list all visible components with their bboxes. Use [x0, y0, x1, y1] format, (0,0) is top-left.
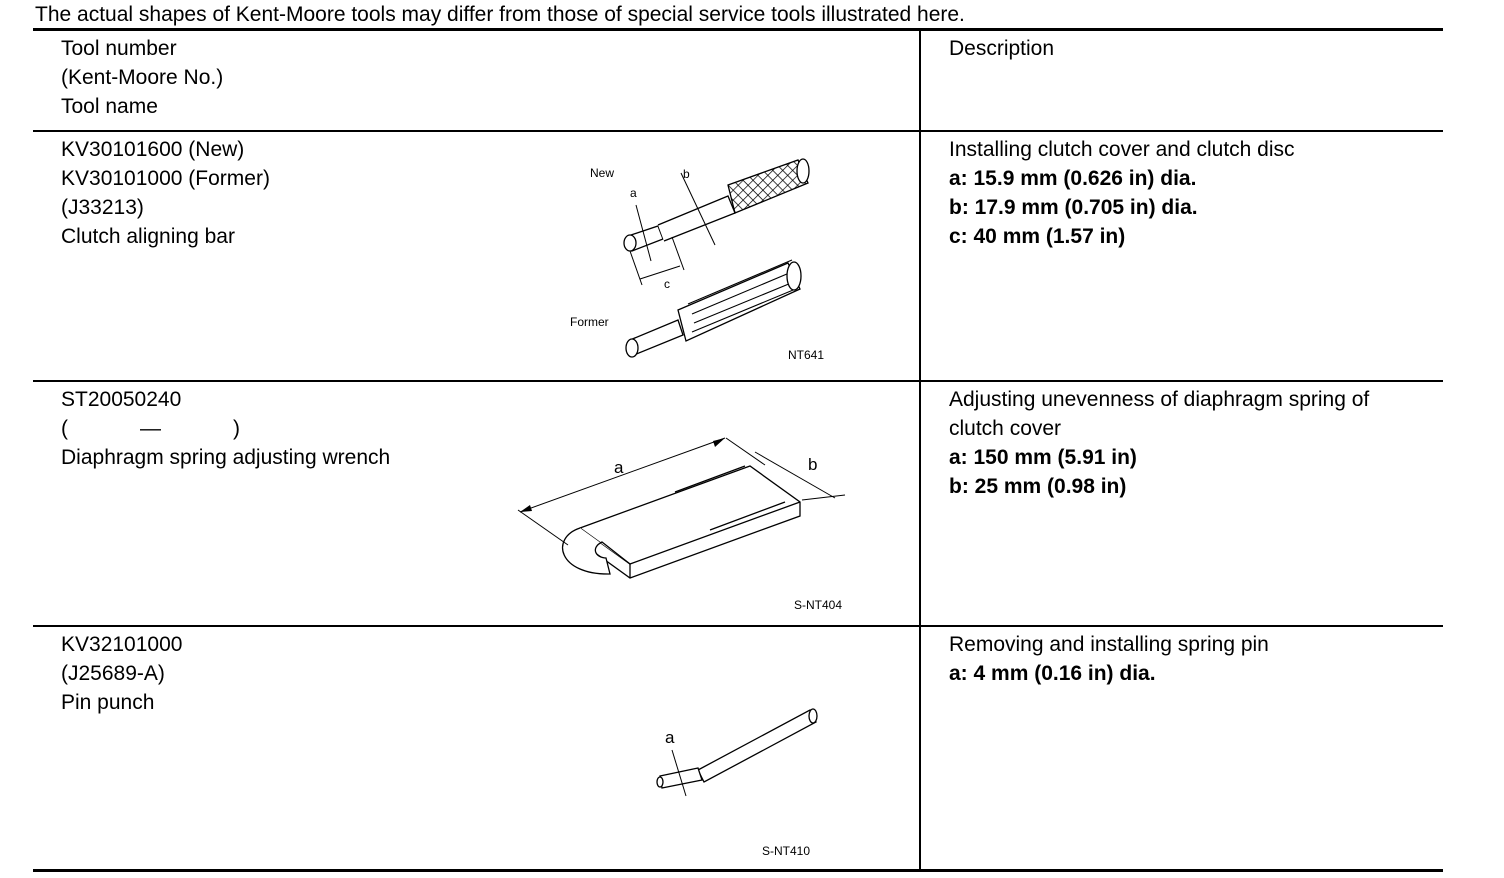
tool-number: KV30101600 (New): [61, 138, 245, 161]
spec-line: a: 150 mm (5.91 in): [949, 446, 1137, 469]
clutch-aligning-bar-illustration: New a b c Former NT641: [570, 158, 824, 362]
dimension-label: b: [808, 455, 817, 474]
pin-punch-illustration: a S-NT410: [656, 708, 818, 858]
dimension-label: a: [630, 186, 637, 200]
table-bottom-rule: [33, 869, 1443, 872]
row-3-description-cell: Removing and installing spring pin a: 4 …: [949, 630, 1429, 688]
tool-number: KV30101000 (Former): [61, 167, 270, 190]
spec-line: c: 40 mm (1.57 in): [949, 225, 1126, 248]
header-tool-number: Tool number: [61, 37, 177, 60]
open-paren: (: [61, 417, 68, 440]
row-divider: [33, 130, 1443, 132]
dimension-label: c: [664, 277, 670, 291]
dimension-label: b: [683, 167, 690, 181]
row-divider: [33, 380, 1443, 382]
tool-name: Clutch aligning bar: [61, 225, 235, 248]
column-divider: [919, 30, 921, 872]
row-1-description-cell: Installing clutch cover and clutch disc …: [949, 135, 1429, 251]
tool-number: KV32101000: [61, 633, 183, 656]
kent-moore-number: ( —): [61, 414, 390, 443]
figure-label-new: New: [590, 166, 614, 180]
tool-description: Adjusting unevenness of diaphragm spring…: [949, 388, 1370, 440]
row-3-tool-cell: KV32101000 (J25689-A) Pin punch: [61, 630, 182, 717]
row-1-tool-cell: KV30101600 (New) KV30101000 (Former) (J3…: [61, 135, 270, 251]
spec-line: a: 15.9 mm (0.626 in) dia.: [949, 167, 1197, 190]
tool-name: Pin punch: [61, 691, 155, 714]
header-tool-cell: Tool number (Kent-Moore No.) Tool name: [61, 34, 223, 121]
figure-label-former: Former: [570, 315, 609, 329]
no-number-dash: —: [140, 417, 161, 440]
row-2-tool-cell: ST20050240 ( —) Diaphragm spring adjustin…: [61, 385, 390, 472]
diaphragm-wrench-illustration: a b S-NT404: [517, 437, 846, 612]
spec-line: b: 25 mm (0.98 in): [949, 475, 1127, 498]
header-description-cell: Description: [949, 34, 1429, 63]
tool-description: Removing and installing spring pin: [949, 633, 1269, 656]
close-paren: ): [233, 417, 240, 440]
table-top-rule: [33, 28, 1443, 31]
header-tool-name: Tool name: [61, 95, 158, 118]
dimension-label: a: [614, 458, 624, 477]
kent-moore-number: (J25689-A): [61, 662, 165, 685]
row-divider: [33, 625, 1443, 627]
header-kent-moore-no: (Kent-Moore No.): [61, 66, 224, 89]
figure-code: S-NT410: [762, 844, 810, 858]
dimension-label: a: [665, 728, 675, 747]
kent-moore-number: (J33213): [61, 196, 144, 219]
spec-line: b: 17.9 mm (0.705 in) dia.: [949, 196, 1198, 219]
tool-number: ST20050240: [61, 388, 182, 411]
figure-code: NT641: [788, 348, 824, 362]
header-description: Description: [949, 37, 1055, 60]
row-2-description-cell: Adjusting unevenness of diaphragm spring…: [949, 385, 1429, 501]
tool-description: Installing clutch cover and clutch disc: [949, 138, 1295, 161]
figure-code: S-NT404: [794, 598, 842, 612]
spec-line: a: 4 mm (0.16 in) dia.: [949, 662, 1156, 685]
page-note: The actual shapes of Kent-Moore tools ma…: [35, 3, 965, 26]
tool-name: Diaphragm spring adjusting wrench: [61, 446, 391, 469]
